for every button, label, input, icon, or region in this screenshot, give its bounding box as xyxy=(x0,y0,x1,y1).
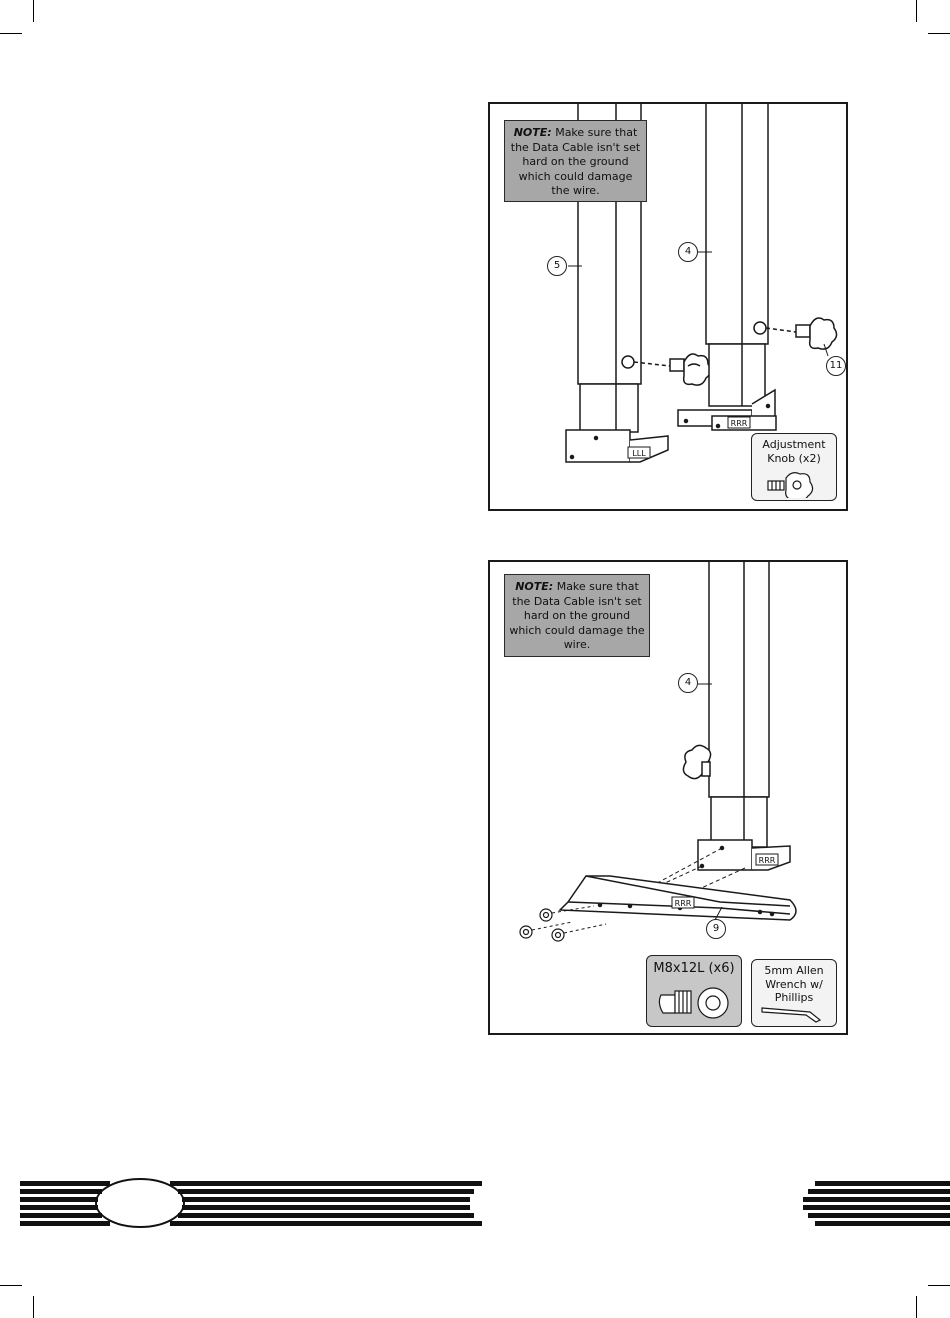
callout-part-4: 4 xyxy=(678,242,698,262)
crop-mark-bottom-left-h xyxy=(0,1285,22,1286)
bolt-part-box: M8x12L (x6) xyxy=(646,955,742,1027)
callout-part-4: 4 xyxy=(678,673,698,693)
note-prefix: NOTE: xyxy=(515,580,553,593)
assembly-figure-2: RRR RRR NOTE: Make sure that the Data Ca… xyxy=(488,560,848,1035)
adjustment-knob-part-box: Adjustment Knob (x2) xyxy=(751,433,837,501)
tool-box-label: 5mm Allen Wrench w/ Phillips xyxy=(752,964,836,1005)
crop-mark-top-left-v xyxy=(33,0,34,22)
allen-wrench-icon xyxy=(760,1004,830,1024)
foot-label-left: LLL xyxy=(632,449,646,458)
callout-part-5: 5 xyxy=(547,256,567,276)
crop-mark-bottom-right-h xyxy=(928,1285,950,1286)
bolt-box-label: M8x12L (x6) xyxy=(647,962,741,976)
note-box: NOTE: Make sure that the Data Cable isn'… xyxy=(504,120,647,202)
callout-part-9: 9 xyxy=(706,919,726,939)
part-box-label: Adjustment Knob (x2) xyxy=(752,438,836,465)
crop-mark-top-left-h xyxy=(0,33,22,34)
footer-stripes-right xyxy=(803,1181,950,1226)
footer-stripe-band xyxy=(0,1175,950,1230)
crop-mark-bottom-left-v xyxy=(33,1296,34,1318)
foot-label-right: RRR xyxy=(731,419,748,428)
crop-mark-top-right-v xyxy=(916,0,917,22)
note-box: NOTE: Make sure that the Data Cable isn'… xyxy=(504,574,650,657)
foot-label-upright: RRR xyxy=(759,856,776,865)
adjustment-knob-icon xyxy=(764,472,824,498)
crop-mark-bottom-right-v xyxy=(916,1296,917,1318)
allen-wrench-part-box: 5mm Allen Wrench w/ Phillips xyxy=(751,959,837,1027)
page-number-oval xyxy=(96,1179,184,1227)
assembly-figure-1: LLL RRR NOTE: Make sure that the Data Ca… xyxy=(488,102,848,511)
footer-stripes-middle xyxy=(170,1181,482,1226)
crop-mark-top-right-h xyxy=(928,33,950,34)
callout-part-11: 11 xyxy=(826,356,846,376)
foot-label-base: RRR xyxy=(675,899,692,908)
note-prefix: NOTE: xyxy=(514,126,552,139)
bolt-washer-icon xyxy=(655,981,735,1023)
